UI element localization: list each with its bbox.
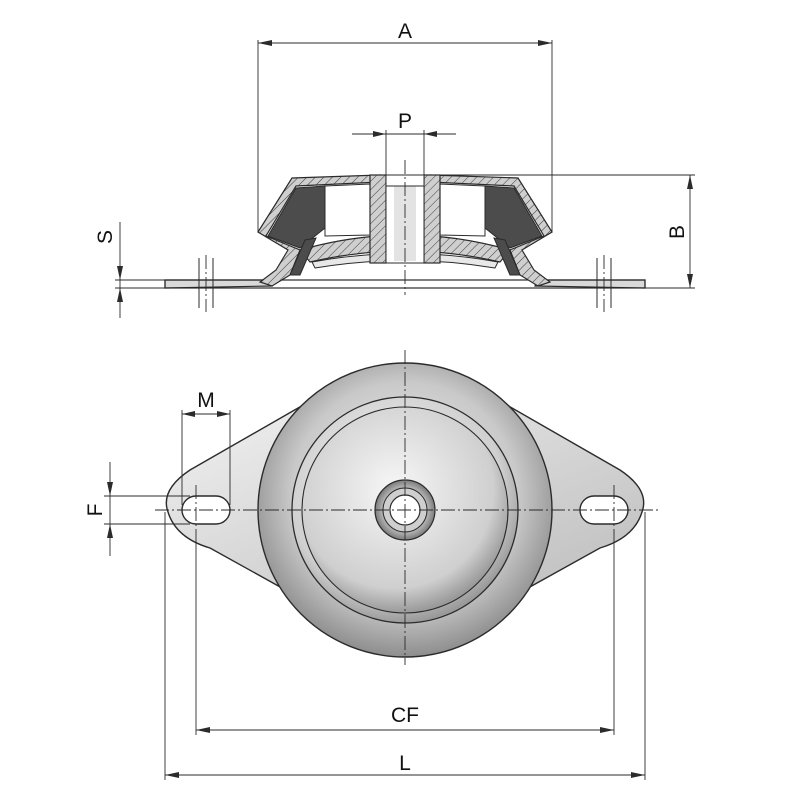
dim-label-a: A [398, 20, 412, 43]
dim-l-arrow-left [165, 772, 179, 778]
dim-label-l: L [399, 752, 411, 775]
dim-label-m: M [197, 389, 215, 412]
dim-s-arrow-bottom [117, 288, 123, 302]
dim-b-arrow-top [687, 175, 693, 189]
bushing-right-wall [423, 174, 441, 264]
dim-label-cf: CF [391, 704, 419, 727]
dim-p-arrow-left [373, 131, 386, 137]
dim-label-f: F [84, 504, 107, 517]
dim-a-arrow-right [538, 40, 552, 46]
dim-p-arrow-right [424, 131, 437, 137]
inner-cavity-right [439, 183, 486, 237]
bushing-left-wall [369, 174, 387, 264]
top-plan-view: M F CF L [84, 350, 660, 780]
dim-l-arrow-right [631, 772, 645, 778]
side-section-view: A P B S [94, 20, 695, 318]
dim-f-arrow-bottom [107, 524, 113, 538]
dim-label-p: P [398, 110, 412, 133]
dim-label-s: S [94, 230, 117, 244]
dim-a-arrow-left [258, 40, 272, 46]
bushing-bore-shade [394, 186, 416, 261]
base-plate [164, 279, 273, 289]
dim-m-arrow-right [217, 411, 230, 417]
lower-rubber-right [493, 237, 521, 276]
lower-rubber-left [289, 237, 317, 276]
dim-cf-arrow-right [600, 727, 614, 733]
dim-label-b: B [666, 225, 689, 239]
inner-cavity-left [324, 183, 371, 237]
dim-b-arrow-bottom [687, 274, 693, 288]
dim-f-arrow-top [107, 482, 113, 496]
base-plate-right [534, 279, 646, 289]
dim-s-arrow-top [117, 266, 123, 280]
dim-cf-arrow-left [196, 727, 210, 733]
dim-m-arrow-left [182, 411, 195, 417]
